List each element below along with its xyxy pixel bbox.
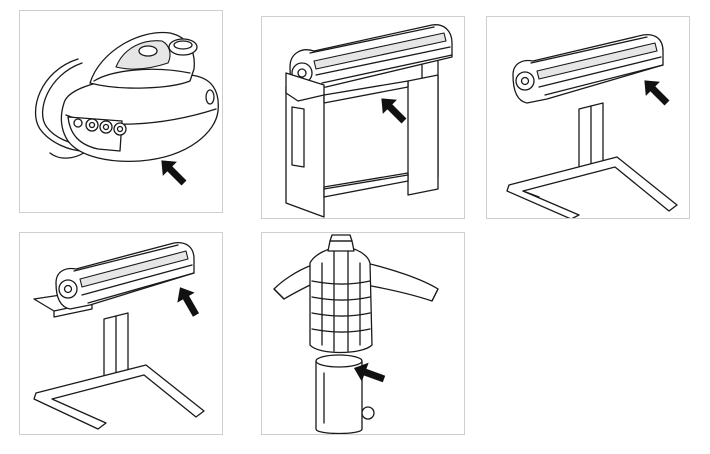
panel-shirt-finisher bbox=[261, 232, 465, 435]
arrow-icon bbox=[177, 287, 200, 317]
panel-rotary-ironer-table bbox=[19, 232, 223, 435]
arrow-icon bbox=[161, 160, 187, 186]
arrow-icon bbox=[381, 98, 407, 124]
shirt-finisher-dummy-icon bbox=[273, 234, 439, 434]
panel-rotary-ironer-frame bbox=[261, 16, 465, 219]
panel-steam-generator bbox=[19, 10, 223, 213]
arrow-icon bbox=[644, 80, 670, 106]
steam-generator-iron-icon bbox=[34, 31, 219, 186]
rotary-ironer-frame-icon bbox=[285, 24, 453, 218]
panel-rotary-ironer-stand bbox=[486, 16, 690, 219]
rotary-ironer-stand-icon bbox=[506, 33, 678, 218]
rotary-ironer-table-icon bbox=[33, 241, 205, 430]
arrow-icon bbox=[353, 362, 386, 383]
